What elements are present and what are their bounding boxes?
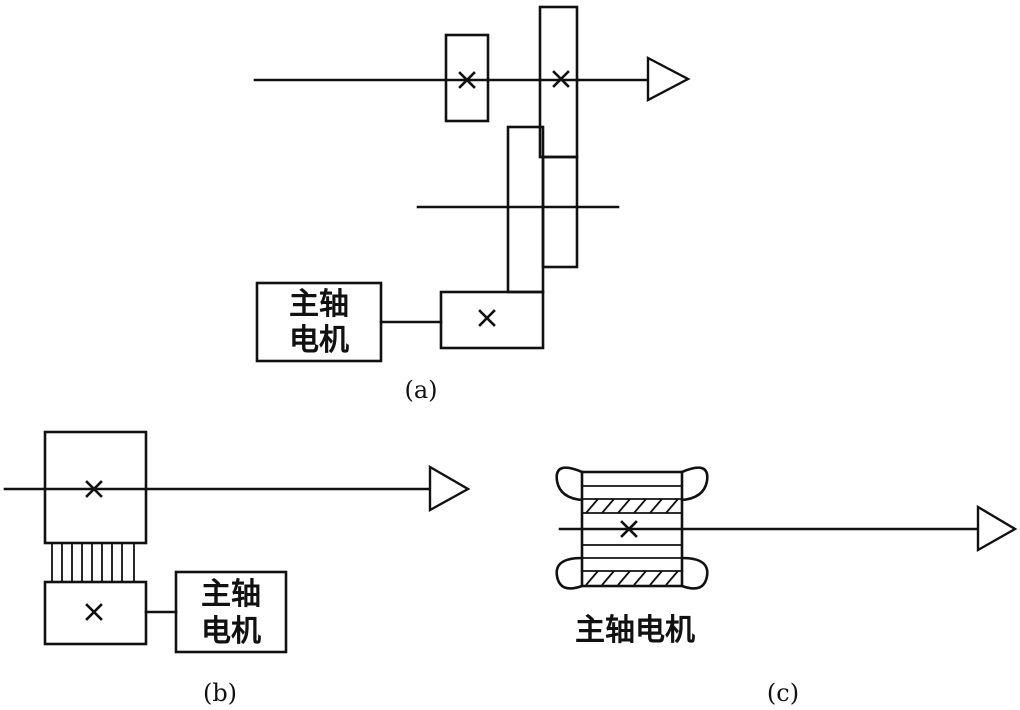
diagram-a-gear-drive: 主轴 电机 (a): [253, 5, 691, 404]
diagram-a-spindle-gear-small-cross: [458, 71, 476, 89]
diagram-b-spindle-arrow: [428, 464, 471, 513]
diagram-a-motor-gear-cross: [478, 309, 496, 327]
diagram-a-motor-gear: [439, 290, 545, 350]
diagram-c-motor-housing-ears: [555, 466, 709, 590]
diagram-b-belt-drive: 主轴 电机 (b): [3, 430, 471, 707]
diagram-b-caption: (b): [203, 679, 237, 707]
diagram-a-spindle-arrow: [646, 56, 691, 102]
diagram-c-motor-windings: [582, 485, 682, 572]
diagram-a-caption: (a): [404, 376, 437, 404]
diagram-b-spindle-motor-box: [174, 570, 288, 654]
diagram-c-spindle-arrow: [976, 504, 1018, 553]
diagram-a-countershaft-gear-right: [541, 155, 579, 269]
diagram-b-motor-pulley-cross: [85, 603, 103, 621]
diagram-a-motor-label-line2: 电机: [289, 323, 349, 358]
diagram-c-motor-label: 主轴电机: [575, 613, 695, 648]
diagram-a-spindle-gear-large-cross: [552, 70, 570, 88]
diagram-c-motor-cross: [620, 520, 638, 538]
diagram-b-motor-label-line2: 电机: [201, 614, 261, 649]
diagram-b-belt: [51, 543, 135, 582]
diagram-a-motor-label-line1: 主轴: [289, 287, 349, 322]
diagram-b-spindle-pulley: [43, 430, 148, 545]
diagram-a-spindle-motor-box: [255, 281, 383, 363]
diagram-a-spindle-gear-small: [444, 33, 490, 123]
diagram-a-countershaft-gear-left: [506, 125, 545, 294]
diagram-b-spindle-pulley-cross: [85, 480, 103, 498]
diagram-c-direct-drive: 主轴电机 (c): [555, 466, 1018, 707]
diagram-b-motor-label-line1: 主轴: [201, 577, 261, 612]
diagram-c-motor-hatching: [585, 498, 679, 586]
diagram-c-caption: (c): [767, 679, 799, 707]
